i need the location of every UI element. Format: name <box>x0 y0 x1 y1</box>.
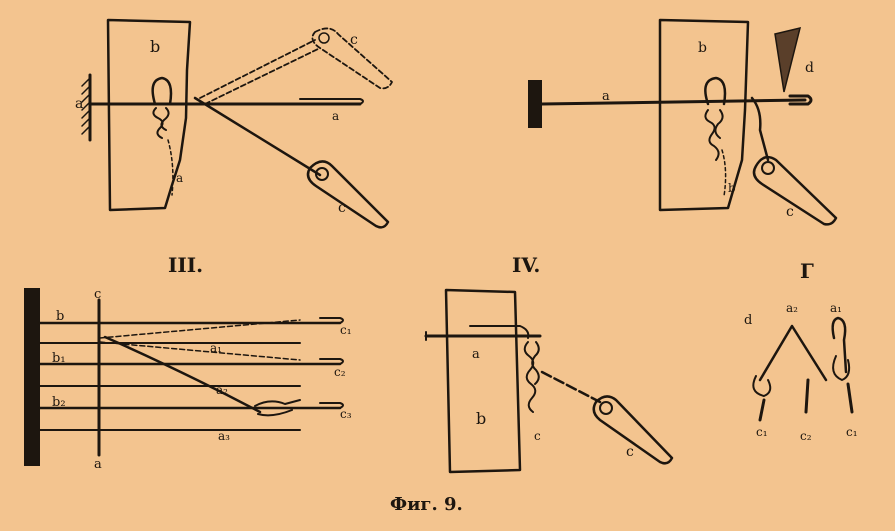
panel-bottom-left: c a b b₁ b₂ a₁ a₂ a₃ c₁ c₂ c₃ <box>24 287 352 472</box>
board <box>106 18 192 212</box>
label-b: b <box>698 40 707 56</box>
label-d: d <box>744 313 752 328</box>
label-iii: III. <box>168 253 203 277</box>
label-c: c <box>626 444 634 460</box>
label-a2: a₂ <box>216 383 228 397</box>
label-a1: a₁ <box>210 341 222 355</box>
label-c3: c₁ <box>846 425 858 439</box>
handle <box>592 395 674 465</box>
label-c: c <box>786 204 794 220</box>
label-rod: a <box>332 109 339 123</box>
label-b-mark: b <box>728 181 736 195</box>
label-a1: a₁ <box>830 301 842 315</box>
handle-raised <box>199 39 321 105</box>
label-c-raised: c <box>350 32 358 48</box>
handle-rod <box>193 96 322 177</box>
loop <box>704 76 727 106</box>
label-a: a <box>472 347 480 362</box>
wall-hatch <box>81 73 92 142</box>
panel-bottom-center: a b c c <box>424 288 674 474</box>
label-a: a <box>176 171 183 185</box>
wedge <box>774 26 802 93</box>
board <box>658 18 750 212</box>
handle-rod <box>103 335 262 414</box>
label-c-chain: c <box>534 429 541 443</box>
label-b: b <box>56 309 64 324</box>
handle <box>254 399 301 417</box>
label-c2: c₂ <box>800 429 812 443</box>
label-wall: a <box>75 96 83 112</box>
wall <box>24 288 40 466</box>
handle <box>752 155 838 226</box>
panel-iii: b a a c c a III. <box>75 18 393 277</box>
panel-g: Г d a₂ a₁ c₁ c₂ c₁ <box>744 259 858 443</box>
label-a-bottom: a <box>94 457 102 472</box>
label-g: Г <box>800 259 814 283</box>
board <box>444 288 522 474</box>
label-d: d <box>805 60 814 76</box>
label-c2: c₂ <box>334 365 346 379</box>
label-c1: c₁ <box>340 323 352 337</box>
label-b: b <box>476 409 486 428</box>
label-c1: c₁ <box>756 425 768 439</box>
label-b1: b₁ <box>52 351 66 366</box>
label-c-top: c <box>94 287 101 302</box>
label-c: c <box>338 200 346 216</box>
figure-caption: Фиг. 9. <box>390 494 463 515</box>
label-b2: b₂ <box>52 395 66 410</box>
handle <box>306 160 390 229</box>
label-a2: a₂ <box>786 301 798 315</box>
rod <box>540 98 807 106</box>
chain <box>152 107 170 139</box>
loop <box>151 76 173 106</box>
label-a3: a₃ <box>218 429 230 443</box>
chain <box>704 109 724 161</box>
rods <box>38 317 344 431</box>
label-iv: IV. <box>512 253 540 277</box>
label-a: a <box>602 89 610 104</box>
chain <box>523 341 540 413</box>
wall-block <box>528 80 542 128</box>
panel-iv: b a d c b IV. <box>512 18 838 277</box>
label-b: b <box>150 37 160 56</box>
label-c3: c₃ <box>340 407 352 421</box>
